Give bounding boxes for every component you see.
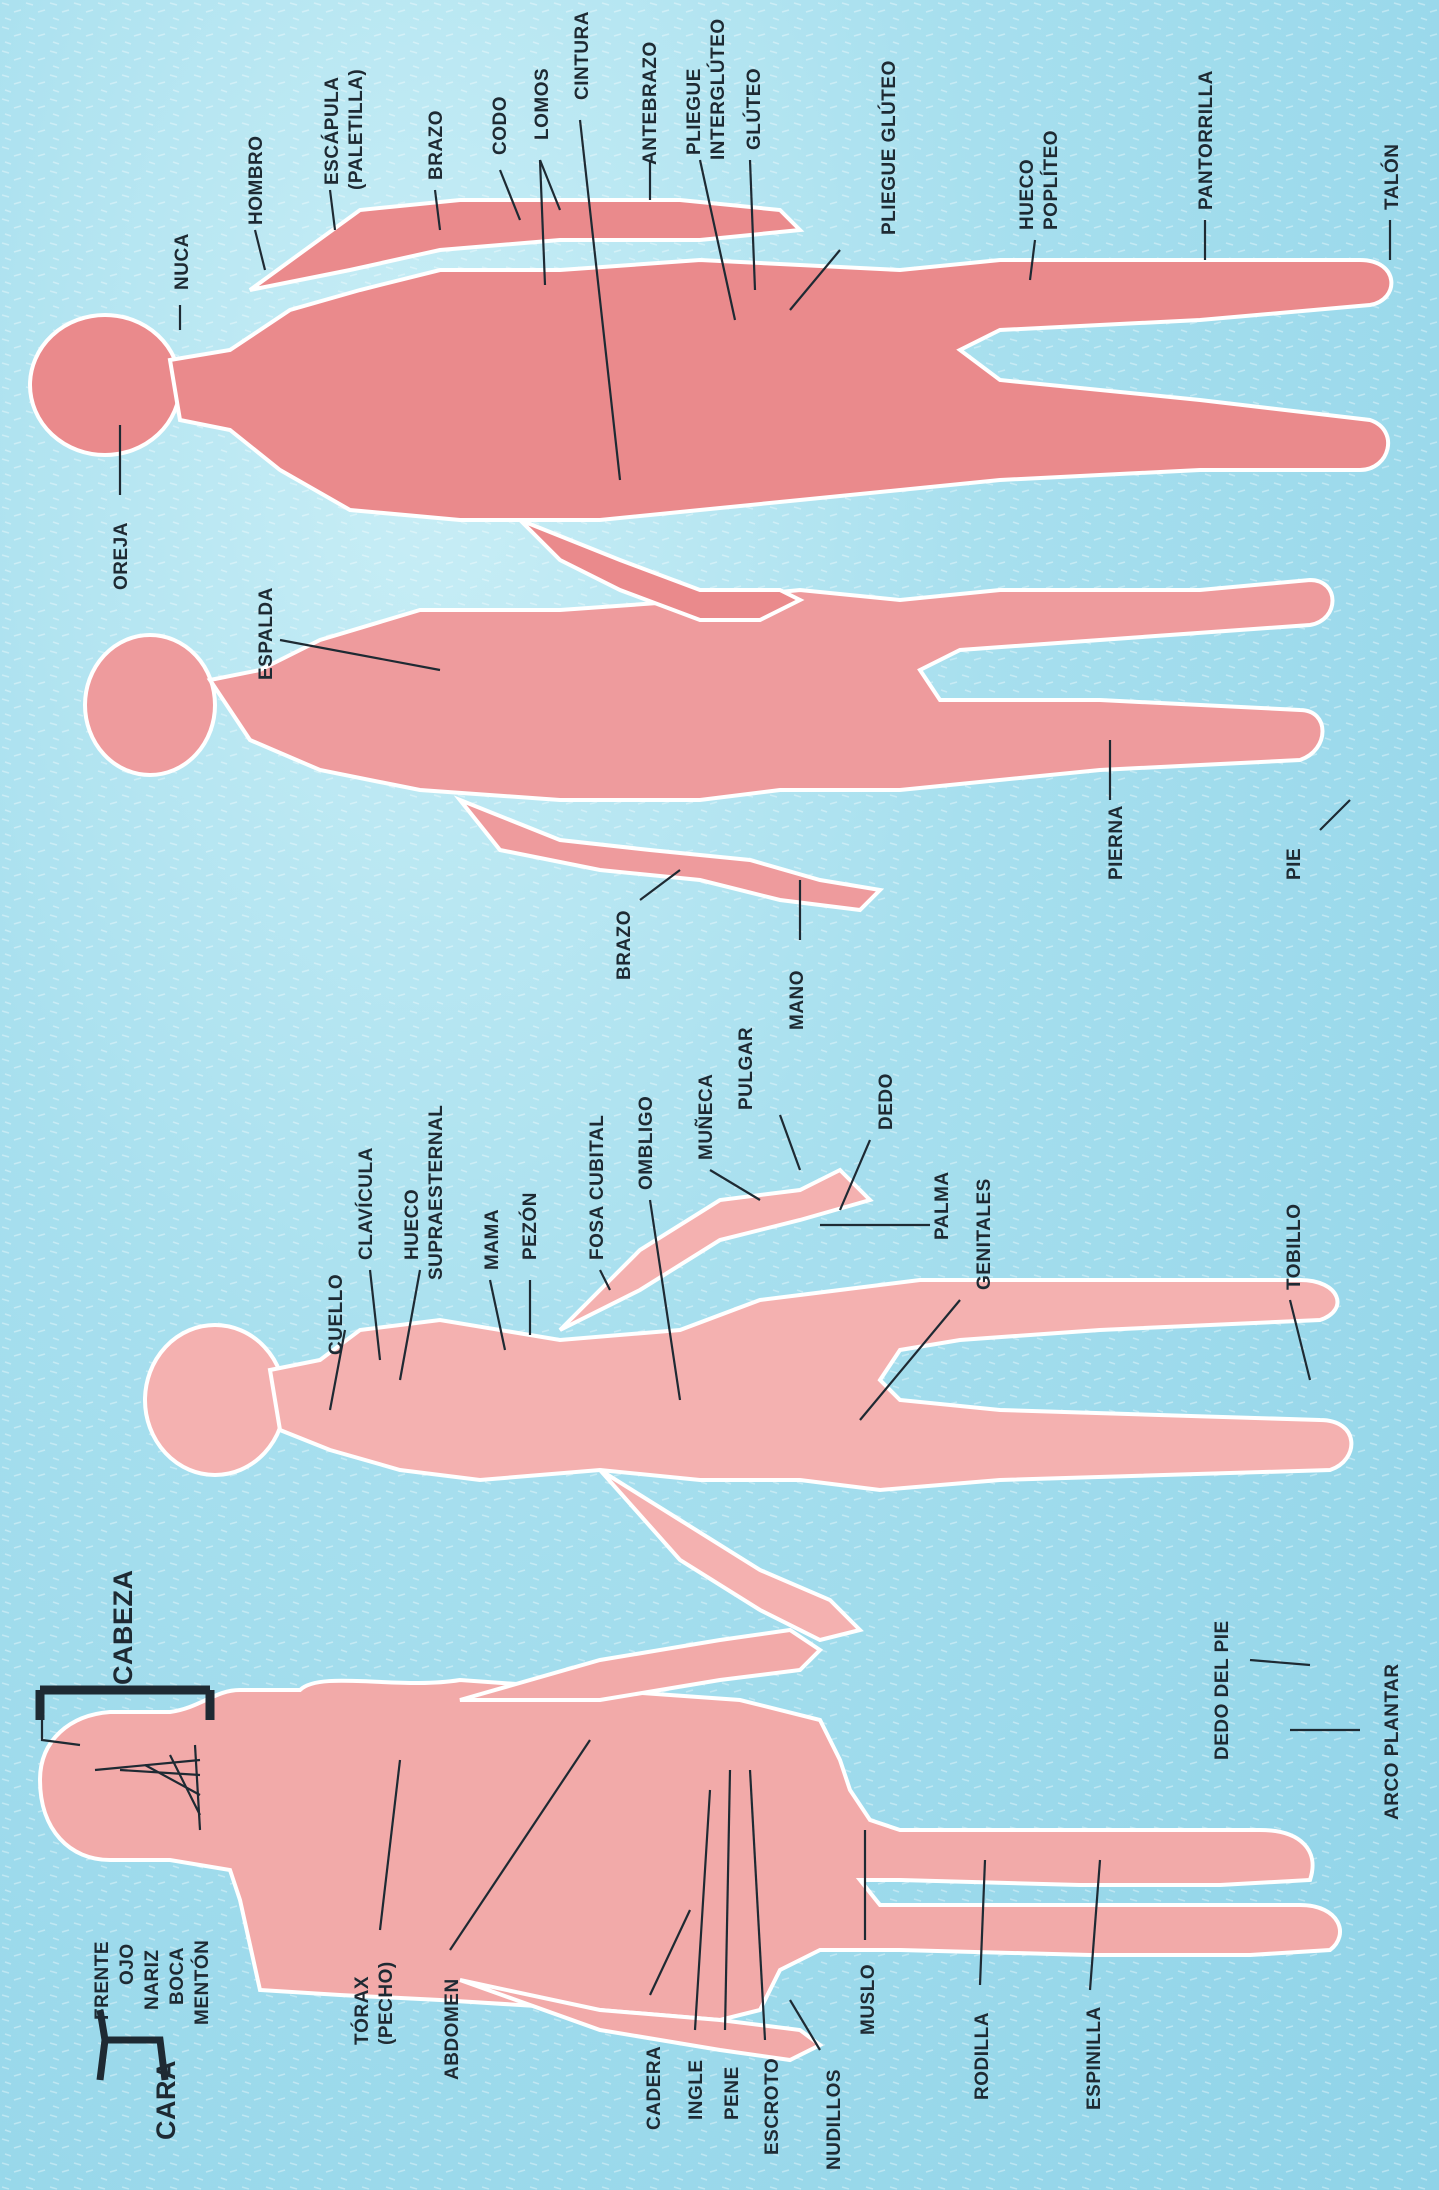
label-nudillos: NUDILLOS — [824, 2069, 845, 2170]
label-espalda: ESPALDA — [256, 587, 277, 680]
label-brazo-top: BRAZO — [426, 110, 447, 180]
label-gluteo: GLÚTEO — [743, 68, 765, 150]
label-torax: TÓRAX — [351, 1976, 373, 2045]
label-clavicula: CLAVÍCULA — [355, 1147, 377, 1260]
label-pulgar: PULGAR — [736, 1027, 757, 1110]
label-pliegue-gluteo: PLIEGUE GLÚTEO — [878, 60, 900, 235]
label-abdomen: ABDOMEN — [442, 1978, 463, 2080]
label-pene: PENE — [722, 2066, 743, 2120]
label-talon: TALÓN — [1381, 143, 1403, 210]
label-intergluteo: INTERGLÚTEO — [707, 18, 729, 160]
label-genitales: GENITALES — [974, 1178, 995, 1290]
label-palma: PALMA — [932, 1171, 953, 1240]
label-supraesternal: SUPRAESTERNAL — [426, 1105, 447, 1280]
label-muneca: MUÑECA — [695, 1074, 717, 1160]
label-nariz: NARIZ — [142, 1949, 163, 2010]
label-paletilla: (PALETILLA) — [346, 69, 367, 190]
label-escapula: ESCÁPULA — [321, 76, 343, 185]
label-fosa-cubital: FOSA CUBITAL — [587, 1115, 608, 1260]
label-cadera: CADERA — [644, 2046, 665, 2130]
label-cuello: CUELLO — [326, 1274, 347, 1355]
label-dedo-del-pie: DEDO DEL PIE — [1212, 1620, 1233, 1760]
label-brazo-back: BRAZO — [614, 910, 635, 980]
label-ojo: OJO — [117, 1943, 138, 1985]
label-mama: MAMA — [482, 1209, 503, 1270]
label-ombligo: OMBLIGO — [636, 1096, 657, 1190]
label-frente: FRENTE — [92, 1941, 113, 2020]
label-hueco-top: HUECO — [1017, 159, 1038, 230]
label-arco-plantar: ARCO PLANTAR — [1382, 1663, 1403, 1820]
label-cabeza: CABEZA — [108, 1570, 138, 1686]
label-cintura: CINTURA — [572, 11, 593, 100]
label-pierna: PIERNA — [1106, 805, 1127, 880]
label-pecho: (PECHO) — [376, 1961, 397, 2045]
label-boca: BOCA — [167, 1947, 188, 2005]
label-menton: MENTÓN — [191, 1940, 213, 2025]
label-mano: MANO — [787, 970, 808, 1030]
label-pezon: PEZÓN — [519, 1192, 541, 1260]
label-pie: PIE — [1284, 848, 1305, 880]
label-antebrazo: ANTEBRAZO — [640, 41, 661, 165]
label-popliteo: POPLÍTEO — [1040, 130, 1062, 230]
label-escroto: ESCROTO — [762, 2058, 783, 2155]
label-tobillo: TOBILLO — [1284, 1203, 1305, 1290]
label-hombro: HOMBRO — [246, 135, 267, 225]
label-espinilla: ESPINILLA — [1084, 2006, 1105, 2110]
label-pantorrilla: PANTORRILLA — [1196, 70, 1217, 210]
label-codo: CODO — [490, 96, 511, 155]
label-oreja: OREJA — [111, 522, 132, 590]
label-lomos: LOMOS — [532, 68, 553, 140]
label-dedo: DEDO — [876, 1073, 897, 1130]
label-cara: CARA — [151, 2060, 181, 2140]
label-rodilla: RODILLA — [972, 2012, 993, 2100]
label-muslo: MUSLO — [858, 1964, 879, 2035]
label-hueco: HUECO — [402, 1189, 423, 1260]
label-nuca: NUCA — [172, 233, 193, 290]
label-pliegue: PLIEGUE — [684, 68, 705, 155]
label-ingle: INGLE — [686, 2059, 707, 2120]
